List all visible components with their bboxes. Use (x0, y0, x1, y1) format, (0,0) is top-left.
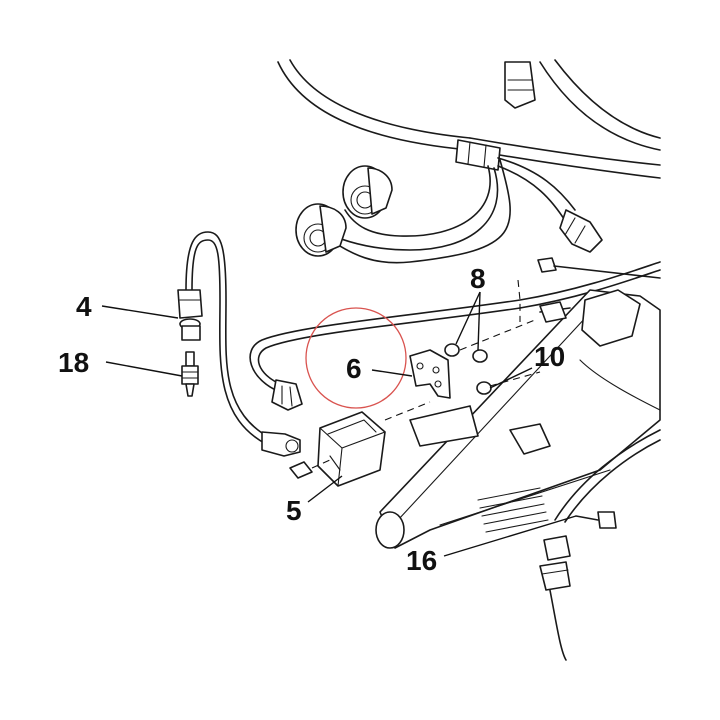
sensor-cable (185, 231, 301, 457)
frame-chassis (375, 289, 661, 661)
callout-labels: 4 18 8 6 10 5 16 (58, 263, 565, 576)
leader-lines (101, 291, 577, 557)
callout-18: 18 (58, 347, 89, 378)
bolt-16 (539, 511, 617, 591)
washers-8 (444, 319, 536, 363)
bracket-6 (409, 349, 451, 399)
harness-loop (249, 261, 661, 411)
bolt-top (517, 257, 661, 322)
round-connector-lower (295, 203, 347, 257)
callout-5: 5 (286, 495, 302, 526)
nut-10 (476, 301, 571, 395)
callout-4: 4 (76, 291, 92, 322)
callout-16: 16 (406, 545, 437, 576)
callout-10: 10 (534, 341, 565, 372)
callout-8: 8 (470, 263, 486, 294)
round-connector-upper (342, 165, 393, 219)
callout-6: 6 (346, 353, 362, 384)
module-5 (289, 401, 431, 487)
grille-hatch (477, 487, 549, 533)
probe-18 (181, 351, 199, 397)
sensor-4 (177, 289, 203, 341)
highlight-circle (305, 307, 407, 409)
wiring-loom (277, 59, 661, 264)
